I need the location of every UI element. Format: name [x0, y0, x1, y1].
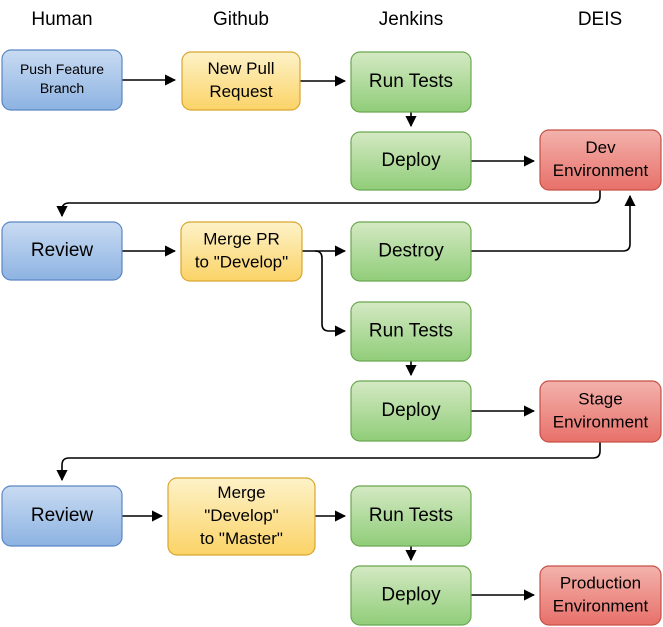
node-box-push-feature-branch — [1, 49, 123, 111]
node-box-deploy-3 — [350, 565, 472, 626]
node-run-tests-2[interactable]: Run Tests — [350, 301, 472, 362]
node-box-deploy-2 — [350, 380, 472, 442]
node-label-review-1: Review — [31, 240, 94, 261]
node-label-stage-environment: Stage — [578, 389, 622, 408]
node-label-new-pull-request: Request — [209, 82, 273, 101]
node-label-merge-develop-master: to "Master" — [200, 529, 283, 548]
node-label-deploy-1: Deploy — [381, 150, 441, 171]
node-label-stage-environment: Environment — [553, 412, 649, 431]
node-label-push-feature-branch: Push Feature — [20, 61, 104, 77]
node-destroy[interactable]: Destroy — [350, 221, 472, 282]
node-label-production-environment: Production — [560, 573, 641, 592]
node-label-run-tests-2: Run Tests — [369, 321, 453, 342]
node-label-merge-develop-master: "Develop" — [204, 506, 278, 525]
edge-mergepr-to-runtests2 — [314, 250, 347, 337]
lane-label-deis: DEIS — [578, 9, 622, 30]
node-label-push-feature-branch: Branch — [40, 80, 84, 96]
node-box-dev-environment — [539, 129, 662, 191]
node-label-destroy: Destroy — [378, 241, 444, 262]
node-label-deploy-3: Deploy — [381, 585, 441, 606]
node-box-merge-develop-master — [167, 477, 316, 556]
node-box-run-tests-1 — [350, 51, 472, 113]
node-label-production-environment: Environment — [553, 596, 649, 615]
node-box-stage-environment — [539, 380, 662, 443]
edge-destroy-to-dev — [471, 194, 636, 252]
edge-dev-to-review1 — [56, 190, 601, 218]
node-label-dev-environment: Dev — [585, 138, 616, 157]
lane-label-jenkins: Jenkins — [379, 9, 443, 30]
node-label-merge-pr-develop: Merge PR — [203, 229, 280, 248]
edge-layer — [56, 74, 636, 601]
node-run-tests-1[interactable]: Run Tests — [350, 51, 472, 113]
node-merge-pr-develop[interactable]: Merge PR to "Develop" — [180, 221, 303, 282]
lane-label-github: Github — [213, 9, 269, 30]
node-label-new-pull-request: New Pull — [207, 59, 274, 78]
node-merge-develop-master[interactable]: Merge "Develop" to "Master" — [167, 477, 316, 556]
edge-stage-to-review2 — [56, 442, 601, 482]
node-review-2[interactable]: Review — [1, 485, 123, 547]
node-deploy-1[interactable]: Deploy — [350, 131, 472, 191]
node-label-review-2: Review — [31, 505, 94, 526]
node-label-run-tests-3: Run Tests — [369, 505, 453, 526]
node-label-dev-environment: Environment — [553, 161, 649, 180]
node-box-review-1 — [1, 221, 123, 281]
lane-label-human: Human — [31, 9, 92, 30]
node-box-deploy-1 — [350, 131, 472, 191]
node-label-merge-pr-develop: to "Develop" — [195, 252, 288, 271]
node-box-new-pull-request — [181, 51, 301, 111]
node-run-tests-3[interactable]: Run Tests — [350, 485, 472, 547]
lane-label-row: Human Github Jenkins DEIS — [31, 9, 622, 30]
node-deploy-3[interactable]: Deploy — [350, 565, 472, 626]
node-review-1[interactable]: Review — [1, 221, 123, 281]
node-box-review-2 — [1, 485, 123, 547]
node-label-run-tests-1: Run Tests — [369, 71, 453, 92]
node-box-production-environment — [539, 565, 662, 626]
node-deploy-2[interactable]: Deploy — [350, 380, 472, 442]
node-box-merge-pr-develop — [180, 221, 303, 282]
node-label-deploy-2: Deploy — [381, 400, 441, 421]
node-label-merge-develop-master: Merge — [217, 483, 265, 502]
node-box-destroy — [350, 221, 472, 282]
node-box-run-tests-3 — [350, 485, 472, 547]
node-box-run-tests-2 — [350, 301, 472, 362]
